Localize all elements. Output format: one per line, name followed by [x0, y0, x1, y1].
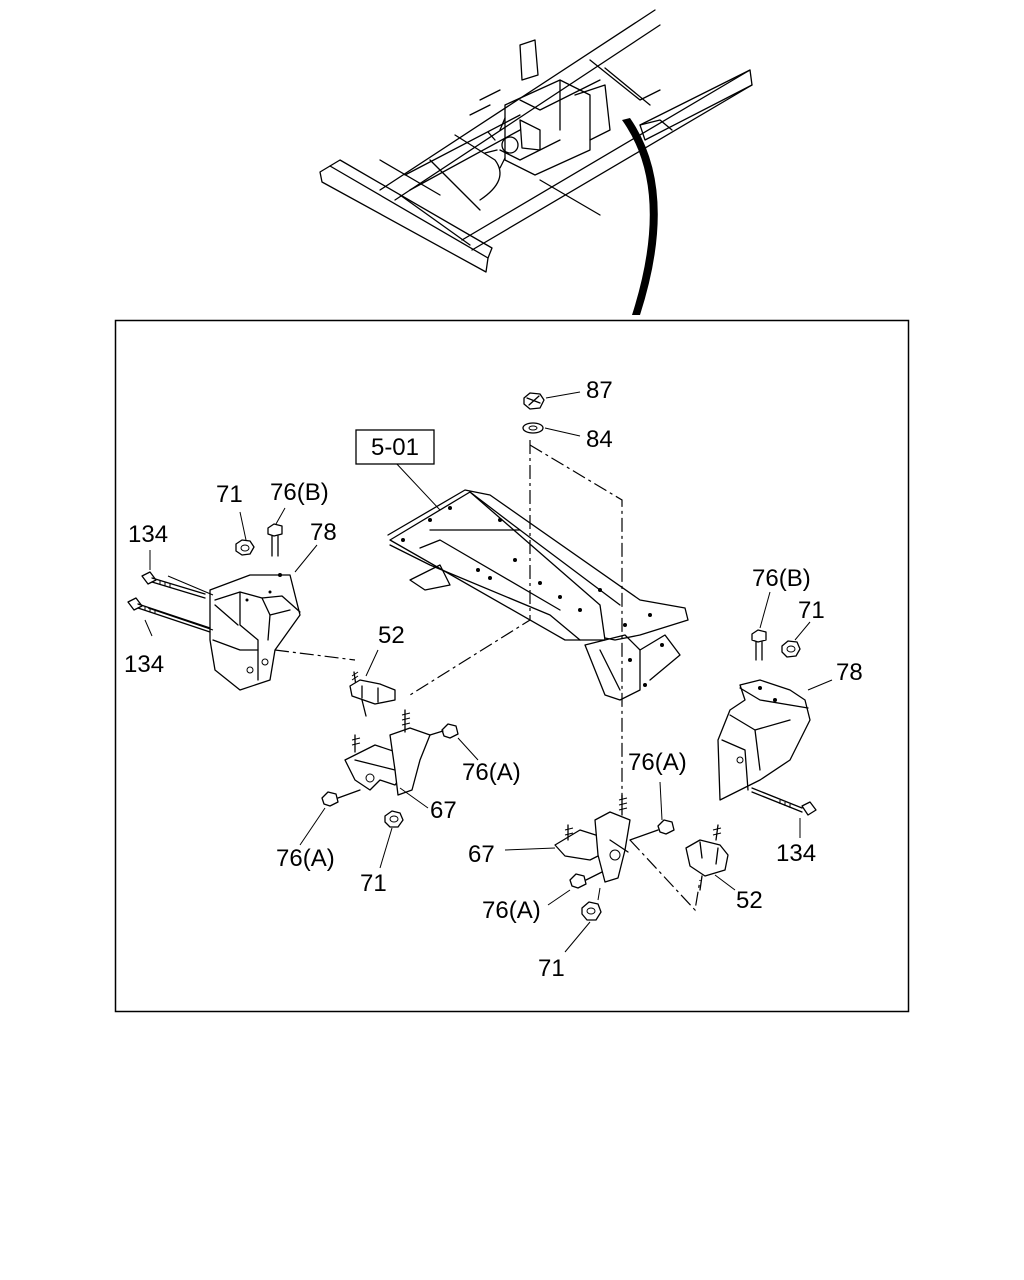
callout-76b: 76(B) — [270, 479, 329, 506]
callout-78: 78 — [310, 519, 337, 546]
detail-frame — [114, 319, 910, 1013]
nut-71-right-lower — [581, 901, 602, 921]
nut-71-right — [781, 640, 801, 658]
nut-71-left — [235, 539, 255, 556]
washer-84 — [522, 422, 544, 434]
chassis-overview — [319, 9, 753, 315]
bolt-76a-left-2 — [321, 789, 361, 807]
right-bracket-78 — [717, 679, 811, 801]
bolt-76a-right-2 — [569, 871, 603, 889]
callout-52: 52 — [736, 887, 763, 914]
bracket-67-left — [344, 709, 431, 796]
bolt-76b-right — [751, 629, 767, 661]
svg-text:5-01: 5-01 — [371, 434, 419, 461]
callout-76a: 76(A) — [482, 897, 541, 924]
callout-71: 71 — [216, 481, 243, 508]
callout-71: 71 — [538, 955, 565, 982]
bolt-134-lower-left — [127, 597, 211, 633]
callout-78: 78 — [836, 659, 863, 686]
nut-71-left-lower — [384, 810, 404, 828]
callout-71: 71 — [798, 597, 825, 624]
left-bracket-78 — [209, 573, 301, 691]
crossmember — [387, 489, 689, 701]
nut-87 — [523, 392, 545, 410]
bolt-76a-left-1 — [429, 723, 459, 739]
bolt-76a-right-1 — [629, 819, 675, 841]
bracket-67-right — [554, 794, 631, 883]
callout-134: 134 — [128, 521, 168, 548]
callout-52: 52 — [378, 622, 405, 649]
callout-134: 134 — [124, 651, 164, 678]
mount-52-right — [685, 824, 729, 891]
callout-84: 84 — [586, 426, 613, 453]
reference-box-5-01[interactable]: 5-01 — [355, 429, 435, 465]
callout-71: 71 — [360, 870, 387, 897]
bolt-134-upper-left — [141, 571, 206, 599]
bolt-76b-left — [267, 523, 283, 557]
callout-76a: 76(A) — [628, 749, 687, 776]
bolt-134-right — [751, 787, 817, 816]
callout-87: 87 — [586, 377, 613, 404]
callout-134: 134 — [776, 840, 816, 867]
callout-76a: 76(A) — [276, 845, 335, 872]
mount-52-left — [349, 671, 396, 717]
callout-67: 67 — [468, 841, 495, 868]
callout-76b: 76(B) — [752, 565, 811, 592]
callout-76a: 76(A) — [462, 759, 521, 786]
callout-67: 67 — [430, 797, 457, 824]
